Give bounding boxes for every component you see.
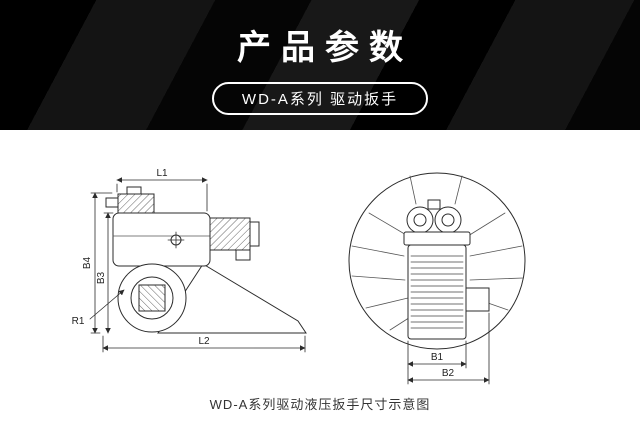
dim-label-b2: B2 — [442, 368, 455, 379]
cylinder-port — [235, 249, 251, 261]
cylinder-end-cap — [249, 221, 260, 247]
square-drive-stub — [465, 287, 490, 312]
dim-label-l2: L2 — [198, 336, 210, 347]
coupler-right-outer — [434, 206, 462, 234]
swivel-top-cap — [126, 186, 142, 195]
coupler-left-inner — [413, 213, 427, 227]
series-badge: WD-A系列 驱动扳手 — [211, 82, 429, 115]
dim-label-r1: R1 — [72, 316, 85, 327]
pivot-center-mark — [167, 231, 185, 249]
dim-label-b1: B1 — [431, 352, 444, 363]
side-view — [105, 186, 307, 334]
side-view-dimensions: L1 B4 B3 R1 L2 — [72, 168, 306, 353]
front-view-dimensions: B1 B2 — [407, 312, 490, 385]
dim-label-b4: B4 — [82, 256, 93, 269]
front-view — [348, 172, 526, 350]
page-title: 产品参数 — [237, 29, 413, 67]
coupler-right-inner — [441, 213, 455, 227]
drawing-area: L1 B4 B3 R1 L2 — [0, 130, 640, 427]
technical-drawing: L1 B4 B3 R1 L2 — [72, 168, 526, 385]
coupler-bridge — [427, 199, 441, 210]
drive-head-inner — [130, 276, 174, 320]
cylinder-hatched — [209, 217, 251, 251]
front-body-flange — [403, 231, 471, 246]
swivel-side-screw — [105, 197, 119, 208]
drawing-caption: WD-A系列驱动液压扳手尺寸示意图 — [209, 397, 431, 412]
header-banner: 产品参数 WD-A系列 驱动扳手 — [0, 0, 640, 130]
swivel-block — [117, 193, 155, 214]
dim-label-b3: B3 — [96, 271, 107, 284]
dim-label-l1: L1 — [156, 168, 168, 179]
coupler-left-outer — [406, 206, 434, 234]
leader-line-r1 — [89, 289, 125, 320]
wrench-body-outline — [112, 212, 211, 267]
square-drive-hole — [138, 284, 166, 312]
grip-texture — [410, 255, 464, 329]
